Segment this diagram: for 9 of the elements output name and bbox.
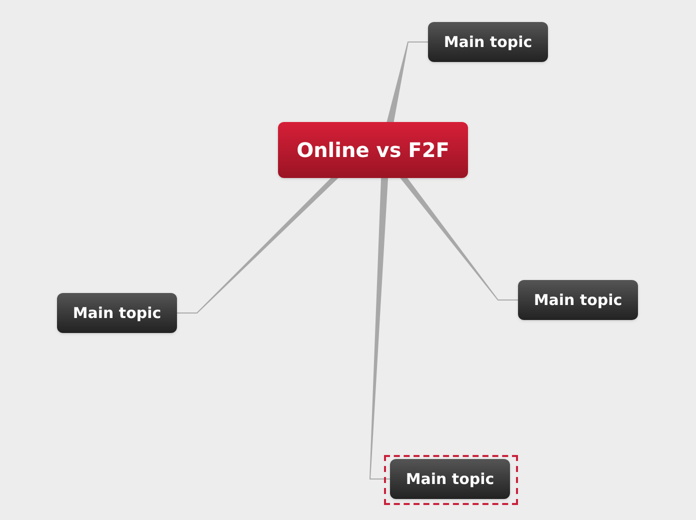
topic-box: Main topic bbox=[518, 280, 638, 320]
branch-line bbox=[400, 178, 518, 300]
branch-line bbox=[176, 178, 339, 314]
topic-box: Main topic bbox=[57, 293, 177, 333]
topic-box: Main topic bbox=[390, 459, 510, 499]
central-topic-box: Online vs F2F bbox=[278, 122, 468, 178]
topic-box: Main topic bbox=[428, 22, 548, 62]
branch-line bbox=[386, 42, 428, 122]
branch-line bbox=[369, 178, 390, 480]
